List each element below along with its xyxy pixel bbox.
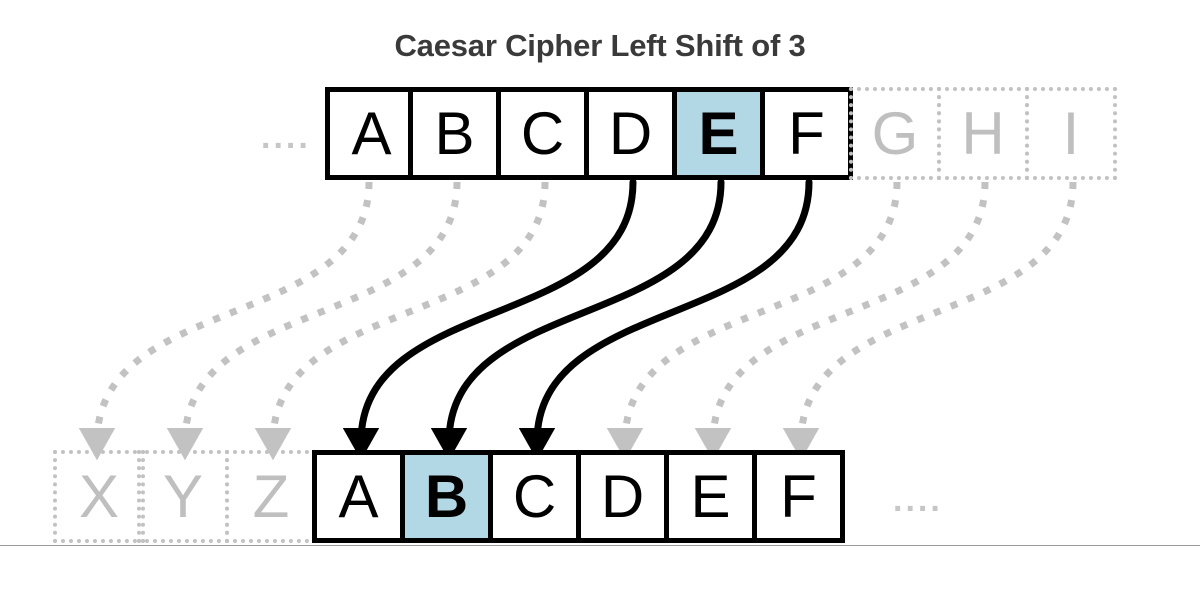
cell-letter: D [600, 462, 645, 530]
top-cell-g: G [849, 87, 941, 180]
cell-letter: C [520, 99, 565, 167]
bottom-cell-x: X [53, 450, 145, 543]
mapping-arrow-d-to-a [342, 178, 637, 461]
bottom-cell-y: Y [137, 450, 229, 543]
top-cell-a: A [325, 87, 418, 180]
top-cell-e: E [672, 87, 765, 180]
bottom-cell-b: B [400, 450, 493, 543]
cell-letter: E [698, 99, 739, 167]
cell-letter: F [780, 462, 817, 530]
bottom-cell-e: E [664, 450, 757, 543]
cell-letter: I [1062, 99, 1080, 167]
mapping-arrow-i-to-f [782, 181, 1077, 461]
cell-letter: B [434, 99, 475, 167]
top-cell-b: B [408, 87, 501, 180]
top-row-leading-ellipsis: .... [261, 118, 311, 156]
top-cell-d: D [584, 87, 677, 180]
cell-letter: Y [162, 462, 204, 530]
cell-letter: D [608, 99, 653, 167]
mapping-arrow-e-to-b [430, 178, 725, 461]
top-cell-h: H [937, 87, 1029, 180]
mapping-arrow-f-to-c [518, 178, 813, 461]
cell-letter: A [351, 99, 392, 167]
bottom-cell-z: Z [225, 450, 317, 543]
mapping-arrow-b-to-y [166, 181, 461, 461]
cell-letter: X [78, 462, 120, 530]
bottom-cell-f: F [752, 450, 845, 543]
top-cell-f: F [760, 87, 853, 180]
cell-letter: A [338, 462, 379, 530]
top-cell-i: I [1025, 87, 1117, 180]
bottom-cell-d: D [576, 450, 669, 543]
baseline-rule [0, 545, 1200, 546]
cell-letter: F [788, 99, 825, 167]
mapping-arrow-h-to-e [694, 181, 989, 461]
cell-letter: G [871, 99, 919, 167]
cell-letter: E [690, 462, 731, 530]
mapping-arrow-c-to-z [254, 181, 549, 461]
mapping-arrow-a-to-x [78, 181, 373, 461]
cell-letter: B [424, 462, 469, 530]
page-title: Caesar Cipher Left Shift of 3 [394, 28, 806, 63]
cell-letter: H [961, 99, 1005, 167]
cell-letter: C [512, 462, 557, 530]
bottom-row-trailing-ellipsis: .... [893, 481, 943, 519]
bottom-cell-c: C [488, 450, 581, 543]
bottom-cell-a: A [312, 450, 405, 543]
cell-letter: Z [252, 462, 290, 530]
top-cell-c: C [496, 87, 589, 180]
mapping-arrow-g-to-d [606, 181, 901, 461]
